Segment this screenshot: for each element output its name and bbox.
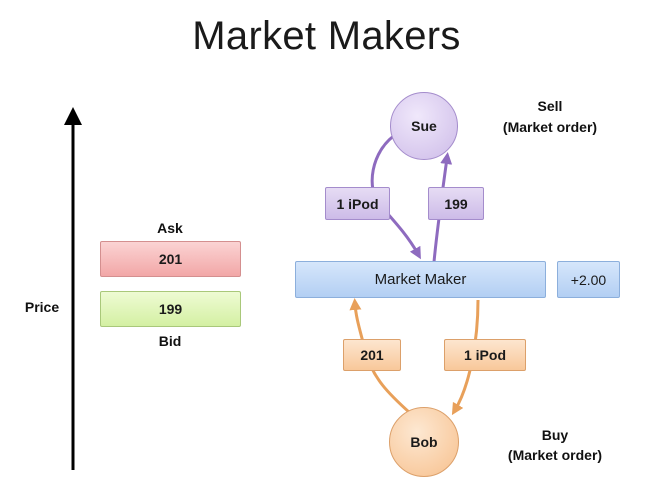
sell-role-label: Sell (537, 98, 563, 114)
bid-label: Bid (158, 333, 182, 349)
buy-order-type-label: (Market order) (507, 447, 603, 463)
payment-to-sue-box: 199 (428, 187, 484, 220)
spread-box: +2.00 (557, 261, 620, 298)
ask-label: Ask (157, 220, 183, 236)
buy-role-label: Buy (541, 427, 569, 443)
price-label: Price (24, 299, 60, 315)
payment-from-bob-box: 201 (343, 339, 401, 371)
ask-price-box: 201 (100, 241, 241, 277)
sue-node: Sue (390, 92, 458, 160)
sell-order-type-label: (Market order) (502, 119, 598, 135)
market-maker-box: Market Maker (295, 261, 546, 298)
ipod-to-market-maker-box: 1 iPod (325, 187, 390, 220)
ipod-to-bob-box: 1 iPod (444, 339, 526, 371)
bob-node: Bob (389, 407, 459, 477)
page-title: Market Makers (192, 14, 461, 58)
bid-price-box: 199 (100, 291, 241, 327)
